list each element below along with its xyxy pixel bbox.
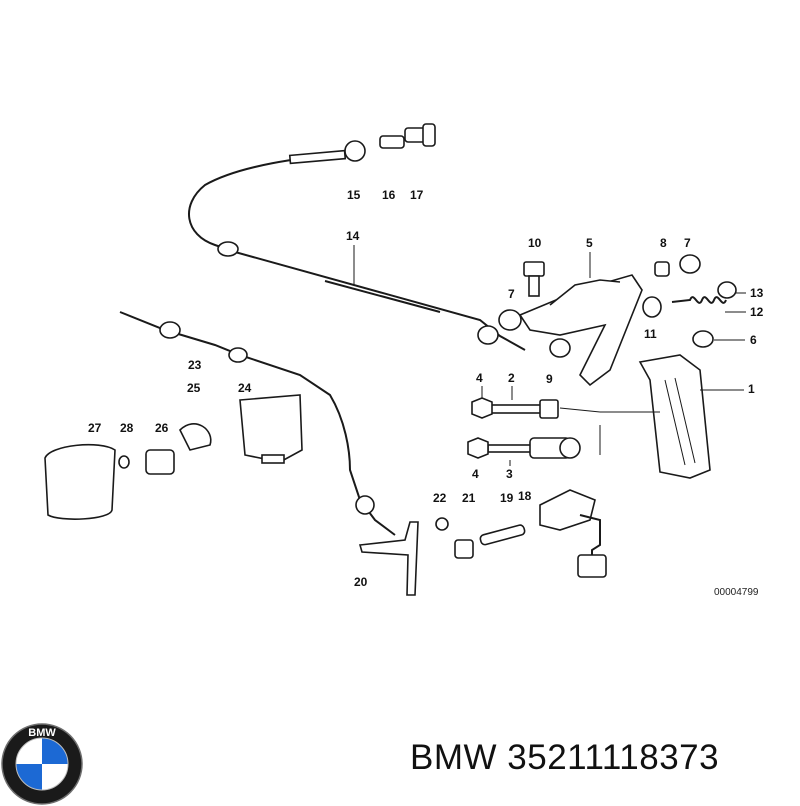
cover-27	[44, 443, 116, 520]
rod-19	[479, 524, 526, 546]
labels: 1 2 3 4 4 5 6 7 7 8 9 10 11 12 13 14 15 …	[88, 188, 764, 598]
part-number-caption: BMW 35211118373	[410, 738, 720, 777]
label-19: 19	[500, 491, 514, 505]
label-9: 9	[546, 372, 553, 386]
stop-screw-2	[487, 399, 559, 419]
label-28: 28	[120, 421, 134, 435]
label-7-left: 7	[508, 287, 515, 301]
label-13: 13	[750, 286, 764, 300]
label-18: 18	[518, 489, 532, 503]
switch-18	[539, 489, 607, 578]
label-27: 27	[88, 421, 102, 435]
kickdown-switch-3	[487, 437, 581, 459]
lever-20	[358, 521, 419, 596]
cam-25	[179, 423, 212, 451]
label-12: 12	[750, 305, 764, 319]
label-24: 24	[238, 381, 252, 395]
clip-21	[454, 539, 474, 559]
label-4-upper: 4	[476, 371, 483, 385]
bolt-17	[404, 123, 436, 147]
bmw-logo: BMW	[1, 723, 83, 805]
label-21: 21	[462, 491, 476, 505]
bushing-7-left	[498, 309, 522, 331]
reference-code: 00004799	[714, 587, 759, 598]
bracket-24	[239, 394, 303, 464]
bracket-leader-1	[559, 407, 660, 455]
pedal-bracket-5	[518, 274, 643, 387]
label-25: 25	[187, 381, 201, 395]
label-5: 5	[586, 236, 593, 250]
spring-12	[671, 296, 727, 304]
label-15: 15	[347, 188, 361, 202]
label-4-lower: 4	[472, 467, 479, 481]
label-10: 10	[528, 236, 542, 250]
bushing-11	[642, 296, 662, 318]
bushing-7-top	[679, 254, 701, 274]
label-17: 17	[410, 188, 424, 202]
label-23: 23	[188, 358, 202, 372]
label-16: 16	[382, 188, 396, 202]
bolt-10	[523, 261, 545, 297]
pin-16	[379, 135, 405, 149]
accelerator-pedal-1	[638, 354, 711, 479]
accelerator-cable-upper	[188, 140, 526, 351]
label-22: 22	[433, 491, 447, 505]
nut-4-upper	[471, 397, 493, 419]
label-2: 2	[508, 371, 515, 385]
label-26: 26	[155, 421, 169, 435]
label-20: 20	[354, 575, 368, 589]
clip-8	[654, 261, 670, 277]
accelerator-cable-lower	[119, 311, 396, 536]
bushing-9	[549, 338, 571, 358]
label-6: 6	[750, 333, 757, 347]
pulley-26	[145, 449, 175, 475]
label-14: 14	[346, 229, 360, 243]
label-8: 8	[660, 236, 667, 250]
bushing-13	[717, 281, 737, 299]
label-3: 3	[506, 467, 513, 481]
bushing-6	[692, 330, 714, 348]
label-7-top: 7	[684, 236, 691, 250]
bmw-logo-text: BMW	[28, 727, 56, 739]
washer-22	[435, 517, 449, 531]
nut-4-lower	[467, 437, 489, 459]
clip-28	[118, 455, 130, 469]
label-1: 1	[748, 382, 755, 396]
label-11: 11	[644, 327, 657, 341]
